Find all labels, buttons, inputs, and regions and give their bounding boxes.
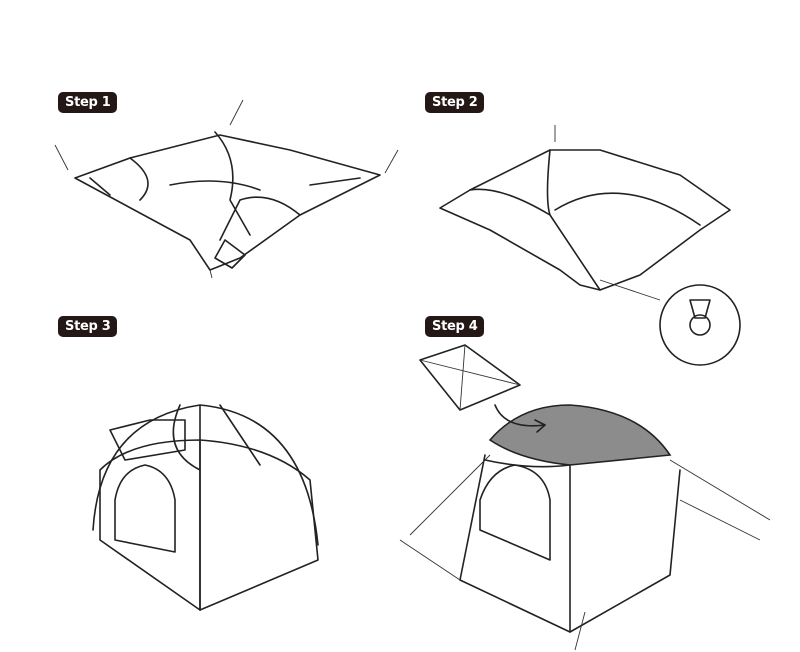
step-4-tent-with-fly [399, 344, 771, 651]
rain-fly [488, 404, 672, 466]
step-1-badge: Step 1 [58, 92, 118, 113]
step-3-badge: Step 3 [58, 316, 118, 337]
step-1-folded-tent [54, 99, 399, 279]
step-2-badge: Step 2 [425, 92, 485, 113]
step-2-popping-tent [439, 125, 741, 366]
step-4-badge: Step 4 [425, 316, 485, 337]
step-3-tent [92, 404, 319, 611]
